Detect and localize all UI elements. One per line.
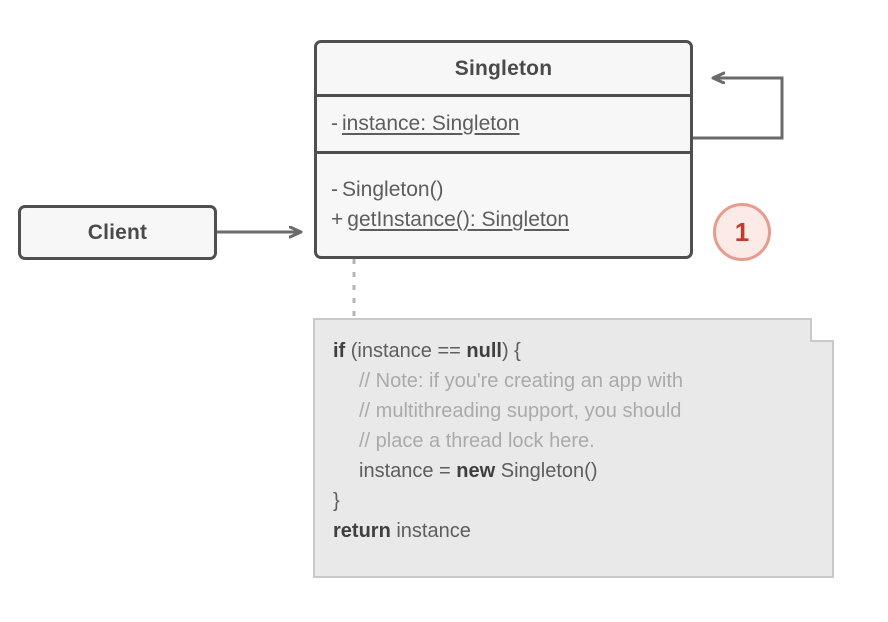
attribute-instance-visibility: - [331,111,338,135]
singleton-title-compartment: Singleton [317,43,690,97]
note-code-token: if [333,340,346,362]
singleton-attributes-compartment: -instance: Singleton [317,97,690,154]
code-note-box: if (instance == null) { // Note: if you'r… [313,316,834,578]
note-code-line: // Note: if you're creating an app with [333,366,814,396]
note-code-body: if (instance == null) { // Note: if you'r… [333,336,814,546]
note-code-token: // multithreading support, you should [359,400,682,422]
note-code-line: } [333,486,814,516]
operation-constructor-name: Singleton() [342,177,444,201]
note-code-token: // place a thread lock here. [359,430,595,452]
step-badge-1: 1 [713,203,771,261]
connector-singleton-self-reference [693,78,784,140]
note-code-token: instance = [359,460,457,482]
step-badge-number: 1 [734,217,750,247]
attribute-instance: -instance: Singleton [331,112,676,136]
singleton-class-box[interactable]: Singleton -instance: Singleton -Singleto… [314,40,693,259]
operation-getinstance: +getInstance(): Singleton [331,208,676,232]
note-code-token: return [333,520,391,542]
note-folded-corner-icon [810,316,834,342]
operation-constructor-visibility: - [331,177,338,201]
operation-getinstance-name: getInstance(): Singleton [347,208,570,231]
client-class-box[interactable]: Client [18,205,217,260]
attribute-instance-name: instance: Singleton [342,111,520,135]
note-code-line: if (instance == null) { [333,336,814,366]
note-code-token: } [333,490,340,512]
note-code-token: // Note: if you're creating an app with [359,370,683,392]
singleton-operations-compartment: -Singleton() +getInstance(): Singleton [317,154,690,256]
note-code-line: return instance [333,516,814,546]
operation-constructor: -Singleton() [331,178,676,202]
note-code-token: new [456,460,496,482]
singleton-class-name: Singleton [454,56,553,80]
operation-getinstance-visibility: + [331,208,344,231]
note-code-token: ) { [501,340,521,362]
note-code-token: instance [390,520,471,542]
note-code-token: Singleton() [495,460,598,482]
note-code-line: instance = new Singleton() [333,456,814,486]
note-code-token: (instance == [345,340,467,362]
note-code-token: null [466,340,502,362]
client-class-name: Client [87,220,148,244]
note-code-line: // multithreading support, you should [333,396,814,426]
note-code-line: // place a thread lock here. [333,426,814,456]
